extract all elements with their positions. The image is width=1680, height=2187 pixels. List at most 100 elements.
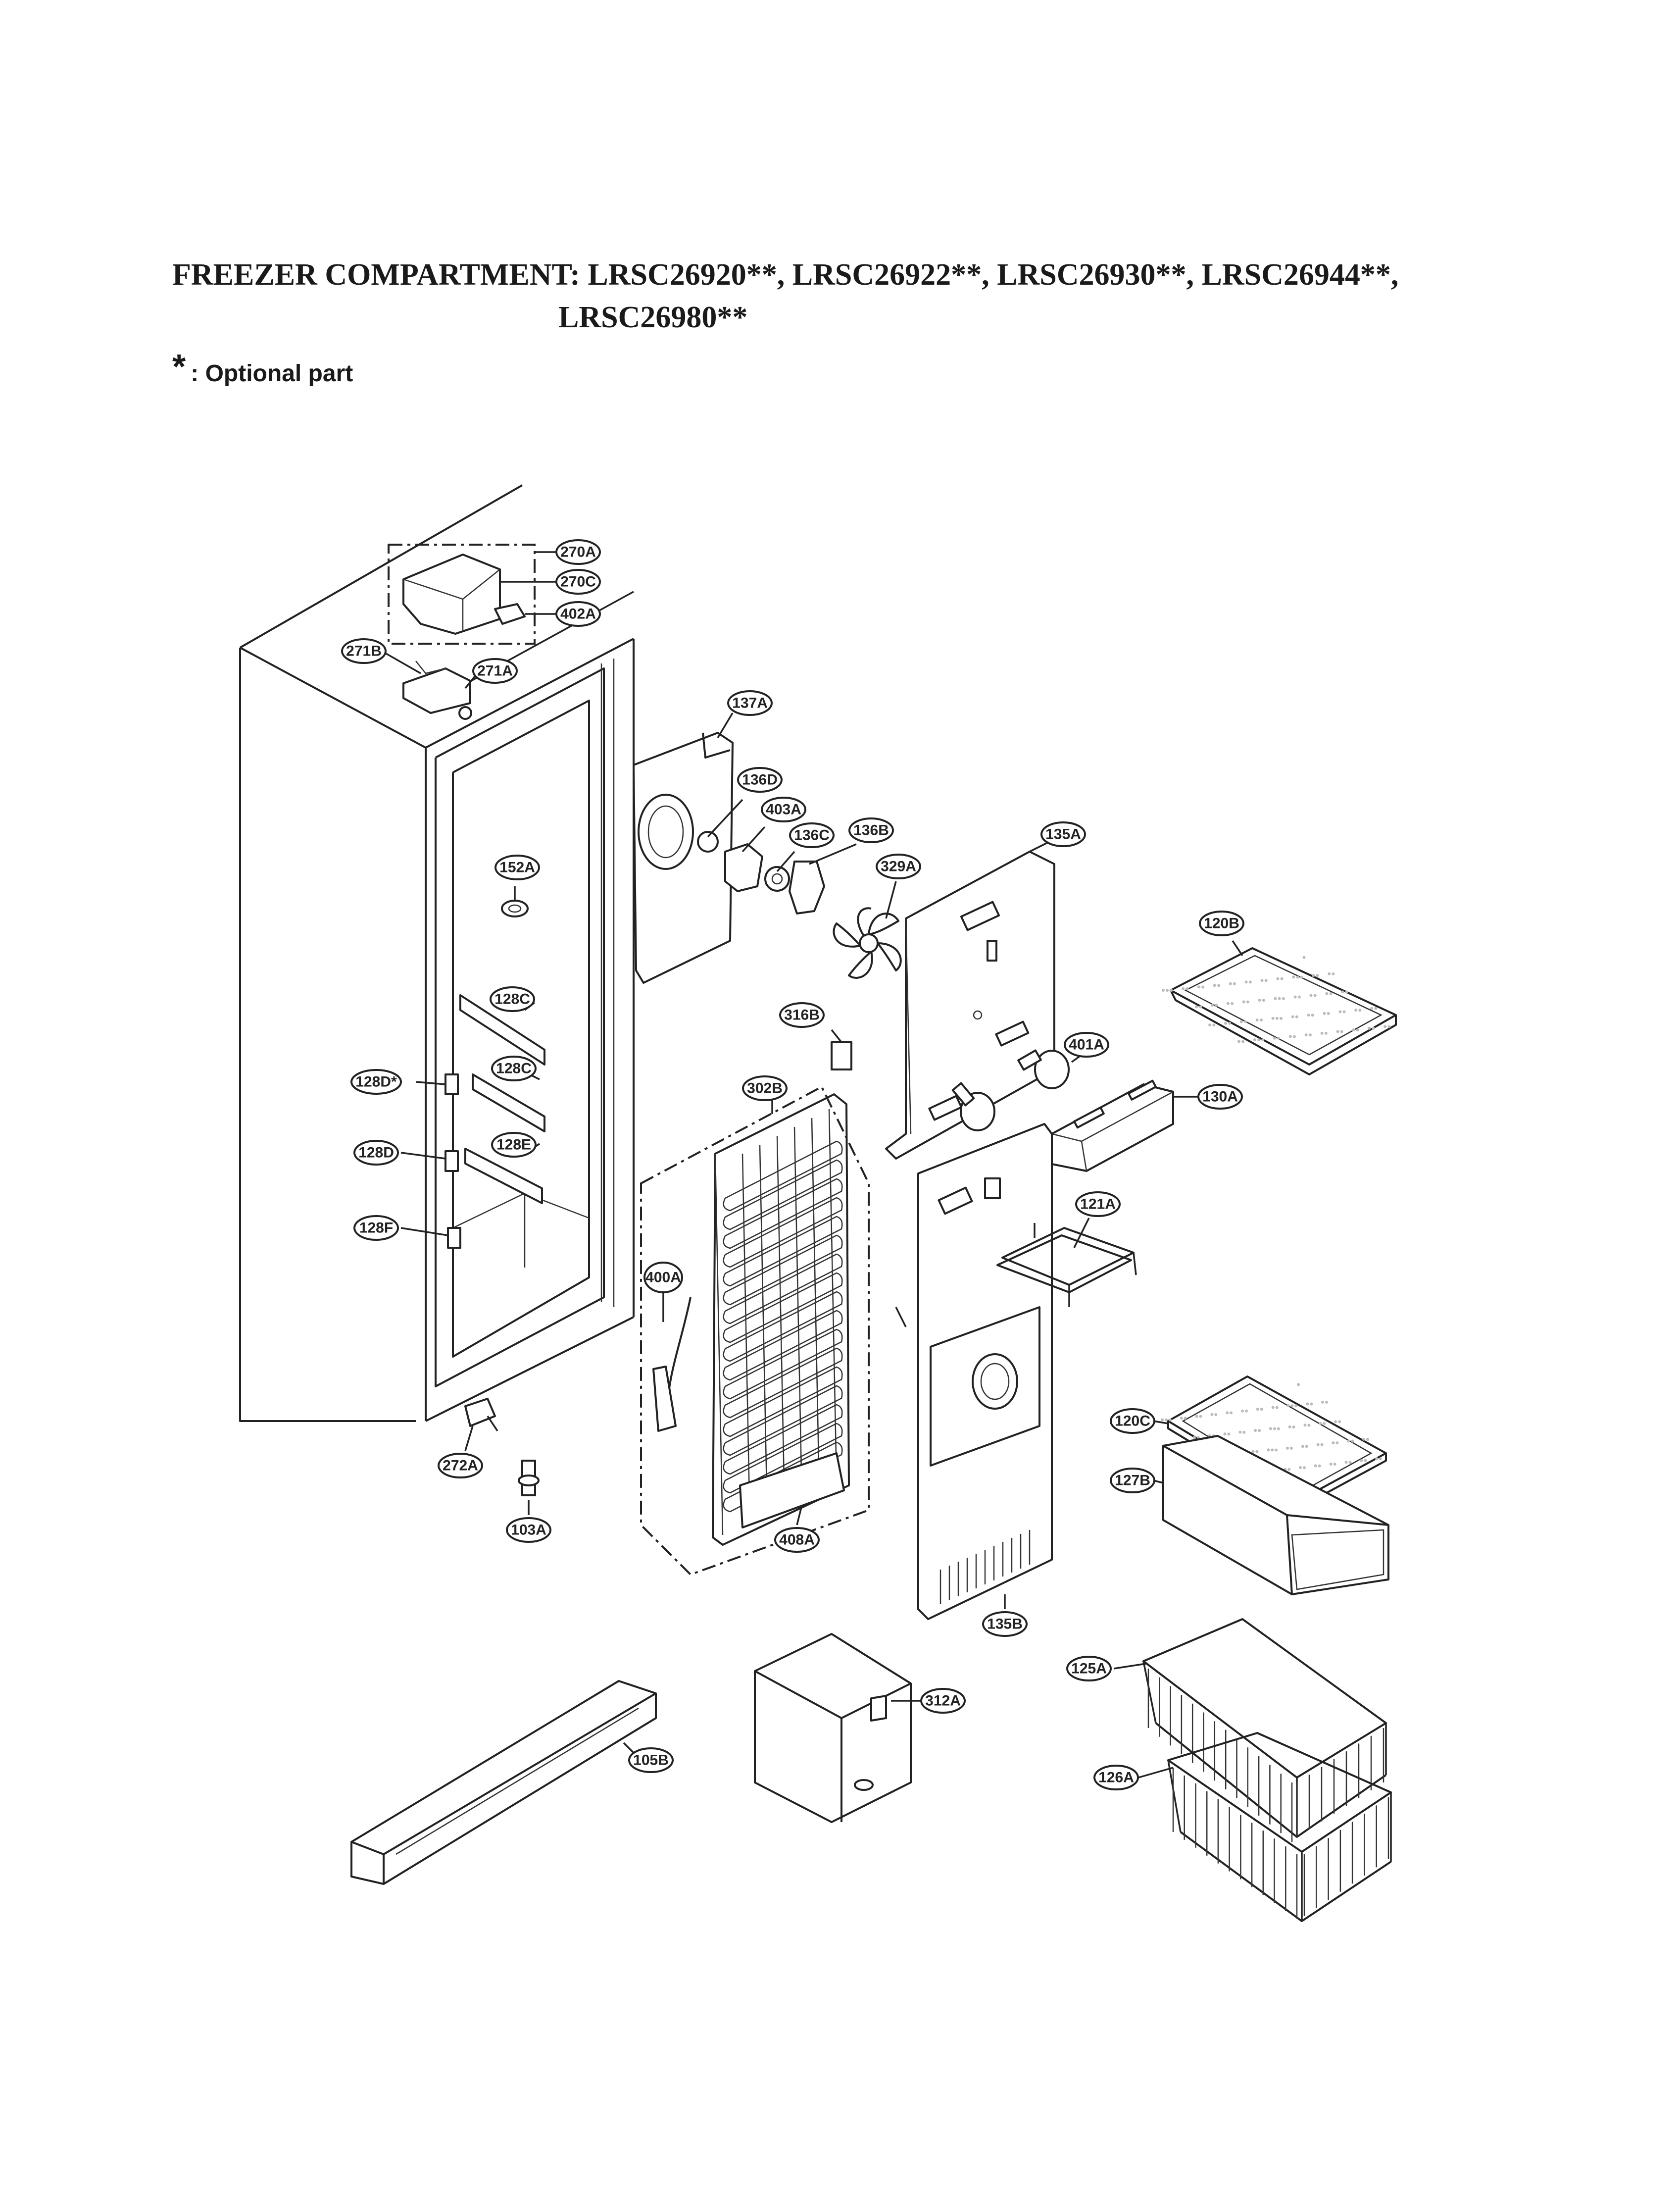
glass-texture-dot: [1356, 1028, 1359, 1032]
glass-texture-dot: [1287, 1468, 1291, 1471]
glass-texture-dot: [1260, 1408, 1263, 1411]
glass-texture-dot: [1229, 982, 1232, 985]
callout-label: 135A: [1045, 826, 1081, 843]
glass-texture-dot: [1239, 1020, 1243, 1023]
glass-texture-dot: [1360, 1459, 1363, 1462]
evaporator-tube: [723, 1291, 843, 1362]
glass-texture-dot: [1368, 1026, 1371, 1030]
optional-note-text: : Optional part: [191, 360, 353, 387]
glass-texture-dot: [1182, 987, 1185, 990]
glass-texture-dot: [1244, 1020, 1247, 1023]
glass-texture-dot: [1260, 1018, 1263, 1022]
glass-texture-dot: [1276, 977, 1280, 980]
glass-texture-dot: [1347, 1439, 1350, 1443]
glass-texture-dot: [1301, 1445, 1304, 1448]
callout-127B: 127B: [1110, 1468, 1155, 1493]
callout-label: 120B: [1204, 915, 1239, 932]
evaporator-tube: [723, 1385, 843, 1456]
callout-label: 128C: [494, 991, 530, 1008]
evaporator-tube: [723, 1178, 843, 1249]
glass-texture-dot: [1275, 1448, 1278, 1452]
glass-texture-dot: [1271, 1406, 1275, 1409]
small-parts: [464, 1307, 907, 1496]
callout-label: 402A: [560, 606, 596, 622]
glass-texture-dot: [1318, 1464, 1321, 1468]
glass-texture-dot: [1311, 1014, 1314, 1017]
glass-texture-dot: [1324, 1031, 1328, 1035]
evaporator-tube: [723, 1347, 843, 1419]
glass-texture-dot: [1305, 1445, 1308, 1448]
callout-label: 130A: [1202, 1089, 1238, 1105]
glass-texture-dot: [1293, 1035, 1296, 1038]
evaporator-tube: [723, 1310, 843, 1381]
glass-texture-dot: [1257, 1038, 1261, 1042]
callout-120C: 120C: [1110, 1408, 1155, 1434]
evaporator-fin: [741, 1153, 751, 1526]
callout-label: 400A: [645, 1270, 681, 1286]
callout-302B: 302B: [742, 1075, 788, 1101]
glass-texture-dot: [1180, 1417, 1183, 1420]
glass-texture-dot: [1210, 1413, 1214, 1416]
glass-texture-dot: [1387, 1025, 1391, 1028]
callout-label: 270A: [560, 544, 596, 560]
glass-texture-dot: [1372, 1026, 1375, 1030]
cover-strip-105B: [350, 1680, 657, 1885]
glass-texture-dot: [1271, 1448, 1274, 1452]
diagram-title-line2: LRSC26980**: [558, 301, 748, 334]
callout-label: 135B: [987, 1616, 1023, 1632]
callout-400A: 400A: [643, 1262, 683, 1293]
glass-texture-dot: [1228, 1021, 1232, 1025]
glass-texture-dot: [1195, 1005, 1198, 1009]
evaporator-tube: [723, 1404, 843, 1475]
callout-270A: 270A: [555, 539, 601, 565]
glass-texture-dot: [1264, 979, 1268, 982]
glass-texture-dot: [1199, 1415, 1202, 1418]
glass-texture-dot: [1297, 995, 1301, 999]
glass-texture-dot: [1251, 1450, 1255, 1453]
evaporator-fin: [759, 1144, 768, 1517]
glass-texture-dot: [1245, 1409, 1248, 1413]
callout-label: 403A: [766, 802, 801, 818]
glass-texture-dot: [1275, 1406, 1279, 1409]
glass-texture-dot: [1273, 1036, 1276, 1040]
glass-texture-dot: [1255, 1018, 1259, 1021]
callout-label: 105B: [633, 1752, 669, 1769]
glass-texture-dot: [1290, 1404, 1294, 1408]
callout-label: 272A: [443, 1458, 478, 1474]
glass-texture-dot: [1303, 1466, 1306, 1470]
glass-texture-dot: [1208, 1023, 1212, 1027]
glass-texture-dot: [1306, 1402, 1309, 1406]
callout-label: 128D*: [355, 1074, 397, 1090]
glass-texture-dot: [1233, 982, 1236, 985]
glass-texture-dot: [1241, 1040, 1245, 1043]
glass-texture-dot: [1170, 989, 1173, 992]
glass-texture-dot: [1320, 1031, 1324, 1035]
glass-texture-dot: [1280, 1017, 1283, 1020]
callout-136C: 136C: [789, 822, 835, 848]
evaporator-tube: [723, 1216, 843, 1287]
glass-texture-dot: [1358, 1009, 1362, 1012]
glass-texture-dot: [1226, 1411, 1229, 1415]
glass-texture-dot: [1227, 1432, 1231, 1436]
glass-texture-dot: [1186, 987, 1189, 990]
callout-152A: 152A: [494, 855, 540, 880]
glass-texture-dot: [1230, 1411, 1233, 1415]
glass-texture-dot: [1262, 999, 1265, 1002]
callout-137A: 137A: [727, 690, 773, 716]
glass-texture-dot: [1224, 1021, 1227, 1025]
callout-label: 401A: [1069, 1037, 1104, 1053]
glass-texture-dot: [1277, 1427, 1280, 1430]
glass-texture-dot: [1282, 997, 1285, 1000]
glass-texture-dot: [1274, 997, 1277, 1000]
callout-408A: 408A: [774, 1527, 820, 1553]
glass-texture-dot: [1307, 1014, 1310, 1017]
callout-136D: 136D: [737, 767, 783, 793]
callout-label: 271B: [346, 643, 382, 660]
glass-texture-dot: [1351, 1439, 1354, 1443]
callout-label: 128D: [358, 1145, 394, 1161]
callout-label: 302B: [747, 1080, 783, 1097]
glass-texture-dot: [1162, 989, 1165, 992]
callout-label: 120C: [1115, 1413, 1150, 1429]
callout-121A: 121A: [1075, 1191, 1121, 1217]
glass-texture-dot: [1345, 990, 1348, 994]
